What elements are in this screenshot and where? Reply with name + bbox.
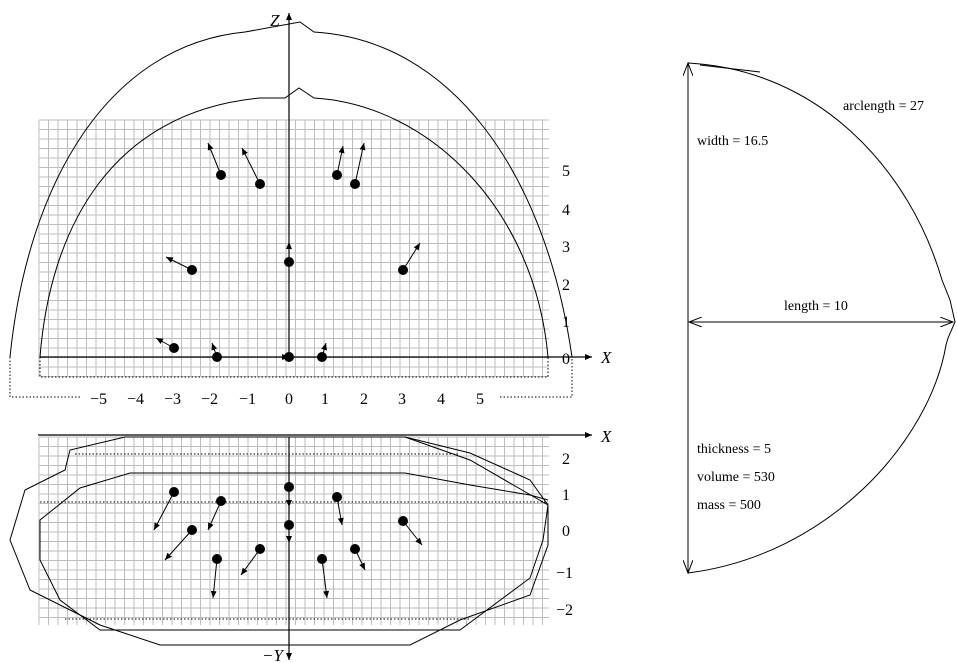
z-tick-label: 1 xyxy=(562,314,570,331)
z-tick-label: 0 xyxy=(562,351,570,368)
sensor-point xyxy=(350,544,360,554)
x-tick-label: 5 xyxy=(476,391,484,408)
outer-rim-outline xyxy=(9,21,573,358)
side-profile: arclength = 27 width = 16.5 length = 10 … xyxy=(687,62,956,574)
top-dotted-guide-outer-right xyxy=(500,357,573,398)
sensor-point xyxy=(169,487,179,497)
x-axis-label-top: X xyxy=(600,348,612,367)
sensor-point xyxy=(350,179,360,189)
sensor-point xyxy=(317,352,327,362)
mass-label: mass = 500 xyxy=(697,498,761,513)
thickness-label: thickness = 5 xyxy=(697,442,771,457)
neg-y-axis-label: −Y xyxy=(262,646,284,663)
x-tick-label: −4 xyxy=(127,391,144,408)
arclength-label: arclength = 27 xyxy=(843,99,924,114)
x-tick-label: 4 xyxy=(437,391,445,408)
sensor-point xyxy=(284,520,294,530)
x-tick-label: −1 xyxy=(239,391,256,408)
direction-arrow xyxy=(240,548,261,576)
direction-arrow xyxy=(402,242,421,271)
top-view: Z X −5 −4 −3 −2 −1 0 1 2 3 4 5 0 1 2 3 4… xyxy=(9,11,612,408)
z-tick-label: 2 xyxy=(562,277,570,294)
bottom-sensor-points xyxy=(153,482,423,599)
volume-label: volume = 530 xyxy=(697,470,775,485)
z-tick-label: 3 xyxy=(562,239,570,256)
sensor-point xyxy=(398,516,408,526)
x-tick-label: −2 xyxy=(201,391,218,408)
inner-rim-outline xyxy=(39,87,549,358)
direction-arrow xyxy=(153,491,175,531)
y-tick-label: −2 xyxy=(556,602,573,619)
top-sensor-points xyxy=(155,142,421,362)
sensor-point xyxy=(187,525,197,535)
sensor-point xyxy=(284,352,294,362)
direction-arrow xyxy=(354,142,366,185)
y-tick-label: 1 xyxy=(562,487,570,504)
x-tick-label: 0 xyxy=(285,391,293,408)
sensor-point xyxy=(332,492,342,502)
width-label: width = 16.5 xyxy=(697,134,768,149)
sensor-point xyxy=(317,554,327,564)
x-tick-label: −3 xyxy=(164,391,181,408)
x-axis-label-bottom: X xyxy=(600,427,612,446)
x-tick-label: 2 xyxy=(360,391,368,408)
y-tick-label: −1 xyxy=(556,565,573,582)
sensor-point xyxy=(216,170,226,180)
direction-arrow xyxy=(207,142,222,176)
x-tick-label: 1 xyxy=(321,391,329,408)
sensor-point xyxy=(212,554,222,564)
sensor-point xyxy=(332,170,342,180)
bottom-grid xyxy=(38,436,549,625)
sensor-point xyxy=(255,544,265,554)
bottom-outer-outline xyxy=(9,436,549,646)
sensor-point xyxy=(187,265,197,275)
direction-arrow xyxy=(207,500,222,531)
arclength-arrow xyxy=(699,64,761,73)
bottom-view: X −Y 2 1 0 −1 −2 xyxy=(9,427,612,663)
z-tick-labels: 0 1 2 3 4 5 xyxy=(562,163,570,368)
direction-arrow xyxy=(210,558,218,599)
top-grid xyxy=(38,119,549,377)
top-dotted-guide xyxy=(39,357,549,378)
x-tick-labels: −5 −4 −3 −2 −1 0 1 2 3 4 5 xyxy=(90,391,484,408)
z-tick-label: 4 xyxy=(562,202,570,219)
direction-arrow xyxy=(164,529,193,561)
direction-arrow xyxy=(241,147,261,185)
direction-arrow xyxy=(321,558,330,599)
y-tick-labels: 2 1 0 −1 −2 xyxy=(556,451,573,619)
sensor-point xyxy=(398,265,408,275)
z-tick-label: 5 xyxy=(562,163,570,180)
sensor-point xyxy=(212,352,222,362)
bottom-inner-outline xyxy=(39,436,549,631)
profile-curve xyxy=(687,62,956,574)
y-tick-label: 0 xyxy=(562,523,570,540)
direction-arrow xyxy=(402,520,423,546)
y-tick-label: 2 xyxy=(562,451,570,468)
x-tick-label: 3 xyxy=(398,391,406,408)
sensor-point xyxy=(216,496,226,506)
z-axis-label: Z xyxy=(270,11,280,30)
length-label: length = 10 xyxy=(784,299,848,314)
sensor-point xyxy=(284,257,294,267)
sensor-point xyxy=(169,343,179,353)
sensor-point xyxy=(255,179,265,189)
x-tick-label: −5 xyxy=(90,391,107,408)
sensor-point xyxy=(284,482,294,492)
top-dotted-guide-outer xyxy=(9,357,80,398)
